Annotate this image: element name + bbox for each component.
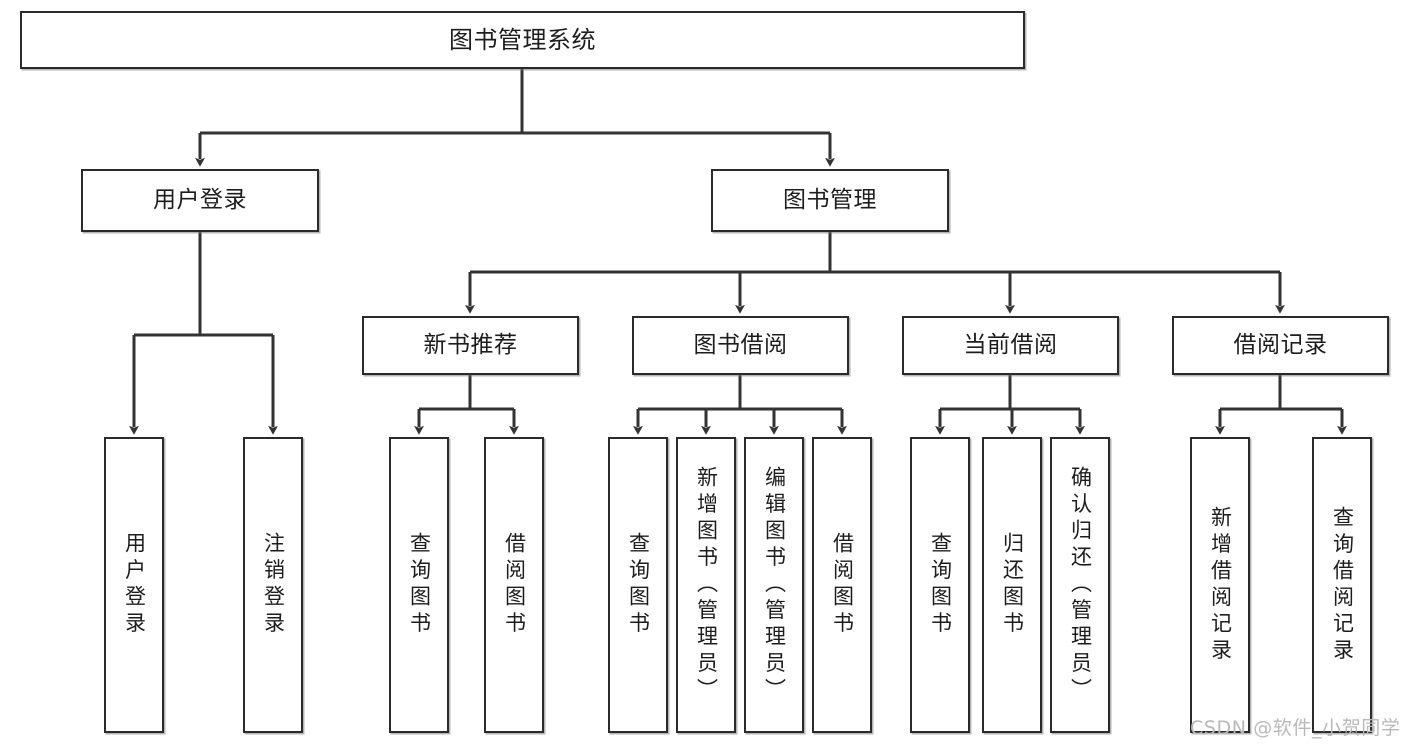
connector-group xyxy=(129,69,1347,435)
node-label: 图书管理 xyxy=(783,186,877,213)
node-l2-new-book-recommend[interactable]: 新书推荐 xyxy=(362,316,579,375)
node-leaf-leaf-confirm-return-admin[interactable]: 确认归还（管理员） xyxy=(1050,437,1110,733)
node-leaf-leaf-user-login[interactable]: 用户登录 xyxy=(104,437,164,733)
node-l2-book-borrow[interactable]: 图书借阅 xyxy=(632,316,849,375)
node-leaf-leaf-borrow-book-recommend[interactable]: 借阅图书 xyxy=(484,437,544,733)
node-l1-user-login[interactable]: 用户登录 xyxy=(81,169,319,232)
node-label: 新书推荐 xyxy=(423,331,518,358)
node-label: 查询图书 xyxy=(928,532,953,638)
node-leaf-leaf-add-borrow-record[interactable]: 新增借阅记录 xyxy=(1190,437,1250,733)
node-label: 图书管理系统 xyxy=(449,25,596,54)
node-label: 查询借阅记录 xyxy=(1330,505,1355,665)
node-l1-book-manage[interactable]: 图书管理 xyxy=(711,169,949,232)
node-leaf-leaf-query-book-recommend[interactable]: 查询图书 xyxy=(389,437,449,733)
node-l2-borrow-record[interactable]: 借阅记录 xyxy=(1172,316,1389,375)
node-label: 当前借阅 xyxy=(963,331,1058,358)
node-label: 查询图书 xyxy=(407,532,432,638)
node-label: 确认归还（管理员） xyxy=(1068,465,1093,705)
node-leaf-leaf-query-book-borrow[interactable]: 查询图书 xyxy=(608,437,668,733)
node-leaf-leaf-borrow-book[interactable]: 借阅图书 xyxy=(812,437,872,733)
node-label: 借阅记录 xyxy=(1233,331,1328,358)
node-leaf-leaf-add-book-admin[interactable]: 新增图书（管理员） xyxy=(676,437,736,733)
node-root[interactable]: 图书管理系统 xyxy=(20,11,1025,69)
node-l2-current-borrow[interactable]: 当前借阅 xyxy=(902,316,1119,375)
node-leaf-leaf-edit-book-admin[interactable]: 编辑图书（管理员） xyxy=(744,437,804,733)
node-label: 用户登录 xyxy=(153,186,247,213)
node-label: 查询图书 xyxy=(626,532,651,638)
node-label: 图书借阅 xyxy=(693,331,788,358)
node-label: 归还图书 xyxy=(1000,532,1025,638)
node-label: 新增借阅记录 xyxy=(1208,505,1233,665)
node-label: 编辑图书（管理员） xyxy=(762,465,787,705)
node-leaf-leaf-query-borrow-record[interactable]: 查询借阅记录 xyxy=(1312,437,1372,733)
node-label: 新增图书（管理员） xyxy=(694,465,719,705)
node-label: 用户登录 xyxy=(122,532,147,638)
watermark-text: CSDN @软件_小贺同学 xyxy=(1190,717,1401,739)
node-leaf-leaf-query-book-current[interactable]: 查询图书 xyxy=(910,437,970,733)
node-label: 借阅图书 xyxy=(830,532,855,638)
node-label: 注销登录 xyxy=(261,532,286,638)
node-label: 借阅图书 xyxy=(502,532,527,638)
node-leaf-leaf-return-book[interactable]: 归还图书 xyxy=(982,437,1042,733)
node-leaf-leaf-logout-login[interactable]: 注销登录 xyxy=(243,437,303,733)
